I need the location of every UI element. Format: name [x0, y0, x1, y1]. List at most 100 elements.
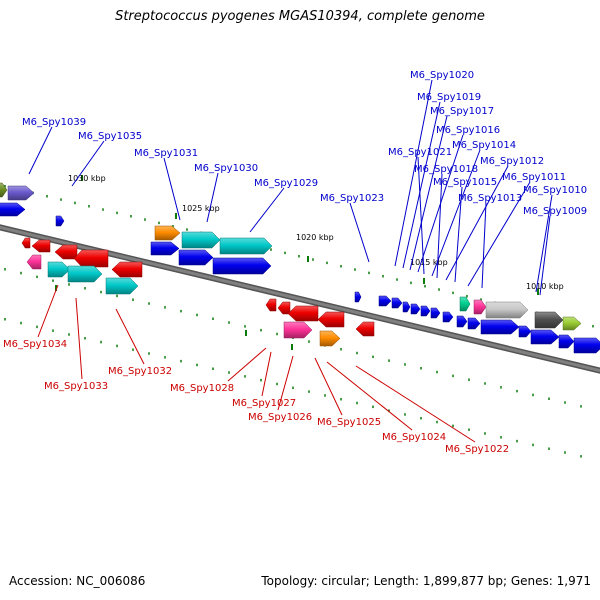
callout-line [349, 202, 370, 263]
gene-arrow [150, 241, 180, 256]
gene-arrow [67, 265, 103, 283]
gene-arrow [573, 337, 600, 354]
gene-arrow [7, 185, 35, 201]
gene-label: M6_Spy1010 [523, 185, 587, 196]
callout-line [417, 156, 425, 275]
callout-line [436, 173, 443, 279]
gene-label: M6_Spy1013 [458, 193, 522, 204]
scale-label: 1030 kbp [68, 174, 106, 183]
gene-arrow [219, 237, 273, 255]
callout-line [227, 347, 267, 382]
gene-arrow [459, 296, 471, 312]
gene-arrow [420, 305, 431, 317]
gene-label: M6_Spy1039 [22, 117, 86, 128]
gene-label: M6_Spy1033 [44, 381, 108, 392]
gene-arrow [0, 202, 26, 217]
gene-arrow [111, 261, 143, 278]
gene-arrow [154, 225, 181, 241]
gene-arrow [55, 215, 65, 227]
callout-line [481, 202, 487, 289]
gene-arrow [47, 261, 71, 278]
gene-arrow [430, 307, 441, 319]
gene-arrow [442, 311, 454, 323]
gene-label: M6_Spy1022 [445, 444, 509, 455]
callout-line [431, 149, 481, 277]
callout-line [37, 284, 59, 338]
callout-line [249, 187, 285, 233]
scale-label: 1015 kbp [410, 258, 448, 267]
gene-label: M6_Spy1034 [3, 339, 67, 350]
gene-label: M6_Spy1030 [194, 163, 258, 174]
gene-label: M6_Spy1014 [452, 140, 516, 151]
topology-label: Topology: circular; Length: 1,899,877 bp… [261, 574, 591, 588]
callout-line [539, 215, 551, 296]
map-title: Streptococcus pyogenes MGAS10394, comple… [115, 9, 485, 24]
callout-line [355, 365, 476, 443]
gene-arrow [178, 249, 214, 266]
callout-line [163, 157, 181, 221]
gene-arrow [317, 311, 345, 328]
gene-label: M6_Spy1025 [317, 417, 381, 428]
gene-label: M6_Spy1031 [134, 148, 198, 159]
gene-arrow [0, 182, 8, 198]
callout-line [206, 172, 219, 223]
callout-line [71, 140, 105, 187]
gene-label: M6_Spy1017 [430, 106, 494, 117]
gene-arrow [265, 298, 277, 312]
gene-label: M6_Spy1019 [417, 92, 481, 103]
callout-line [467, 181, 531, 287]
gene-arrow [467, 317, 481, 330]
gene-label: M6_Spy1015 [433, 177, 497, 188]
callout-line [454, 186, 463, 283]
gene-arrow [391, 297, 403, 309]
callout-line [28, 126, 53, 175]
gene-arrow [518, 325, 532, 338]
gene-arrow [73, 249, 109, 268]
gene-arrow [530, 329, 560, 345]
callout-line [75, 297, 83, 380]
callout-line [115, 308, 145, 365]
gene-label: M6_Spy1035 [78, 131, 142, 142]
gene-label: M6_Spy1023 [320, 193, 384, 204]
gene-label: M6_Spy1016 [436, 125, 500, 136]
gene-arrow [378, 295, 392, 307]
gene-arrow [562, 316, 582, 331]
gene-arrow [283, 321, 313, 339]
callout-line [261, 351, 272, 397]
gene-arrow [31, 239, 51, 253]
gene-label: M6_Spy1027 [232, 398, 296, 409]
gene-arrow [105, 277, 139, 295]
gene-arrow [534, 311, 564, 329]
gene-label: M6_Spy1024 [382, 432, 446, 443]
callout-line [402, 101, 441, 269]
gene-arrow [355, 321, 375, 337]
gene-label: M6_Spy1018 [414, 164, 478, 175]
callout-line [409, 115, 448, 271]
gene-arrow [26, 254, 42, 270]
gene-arrow [319, 330, 341, 347]
gene-arrow [54, 244, 78, 260]
gene-arrow [212, 257, 272, 275]
gene-label: M6_Spy1028 [170, 383, 234, 394]
gene-arrow [410, 303, 421, 315]
gene-arrow [181, 231, 221, 249]
gene-arrow [456, 315, 468, 328]
callout-line [535, 194, 553, 293]
gene-label: M6_Spy1020 [410, 70, 474, 81]
gene-arrow [558, 334, 575, 349]
scale-label: 1010 kbp [526, 282, 564, 291]
backbone-line [0, 225, 600, 373]
gene-arrow [21, 237, 31, 249]
gene-label: M6_Spy1026 [248, 412, 312, 423]
gene-label: M6_Spy1021 [388, 147, 452, 158]
gene-label: M6_Spy1032 [108, 366, 172, 377]
callout-line [394, 79, 433, 267]
gene-label: M6_Spy1029 [254, 178, 318, 189]
gene-arrow [354, 291, 362, 303]
accession-label: Accession: NC_006086 [9, 574, 146, 588]
gene-label: M6_Spy1009 [523, 206, 587, 217]
gene-arrow [287, 305, 319, 322]
gene-arrow [485, 301, 529, 319]
scale-label: 1020 kbp [296, 233, 334, 242]
